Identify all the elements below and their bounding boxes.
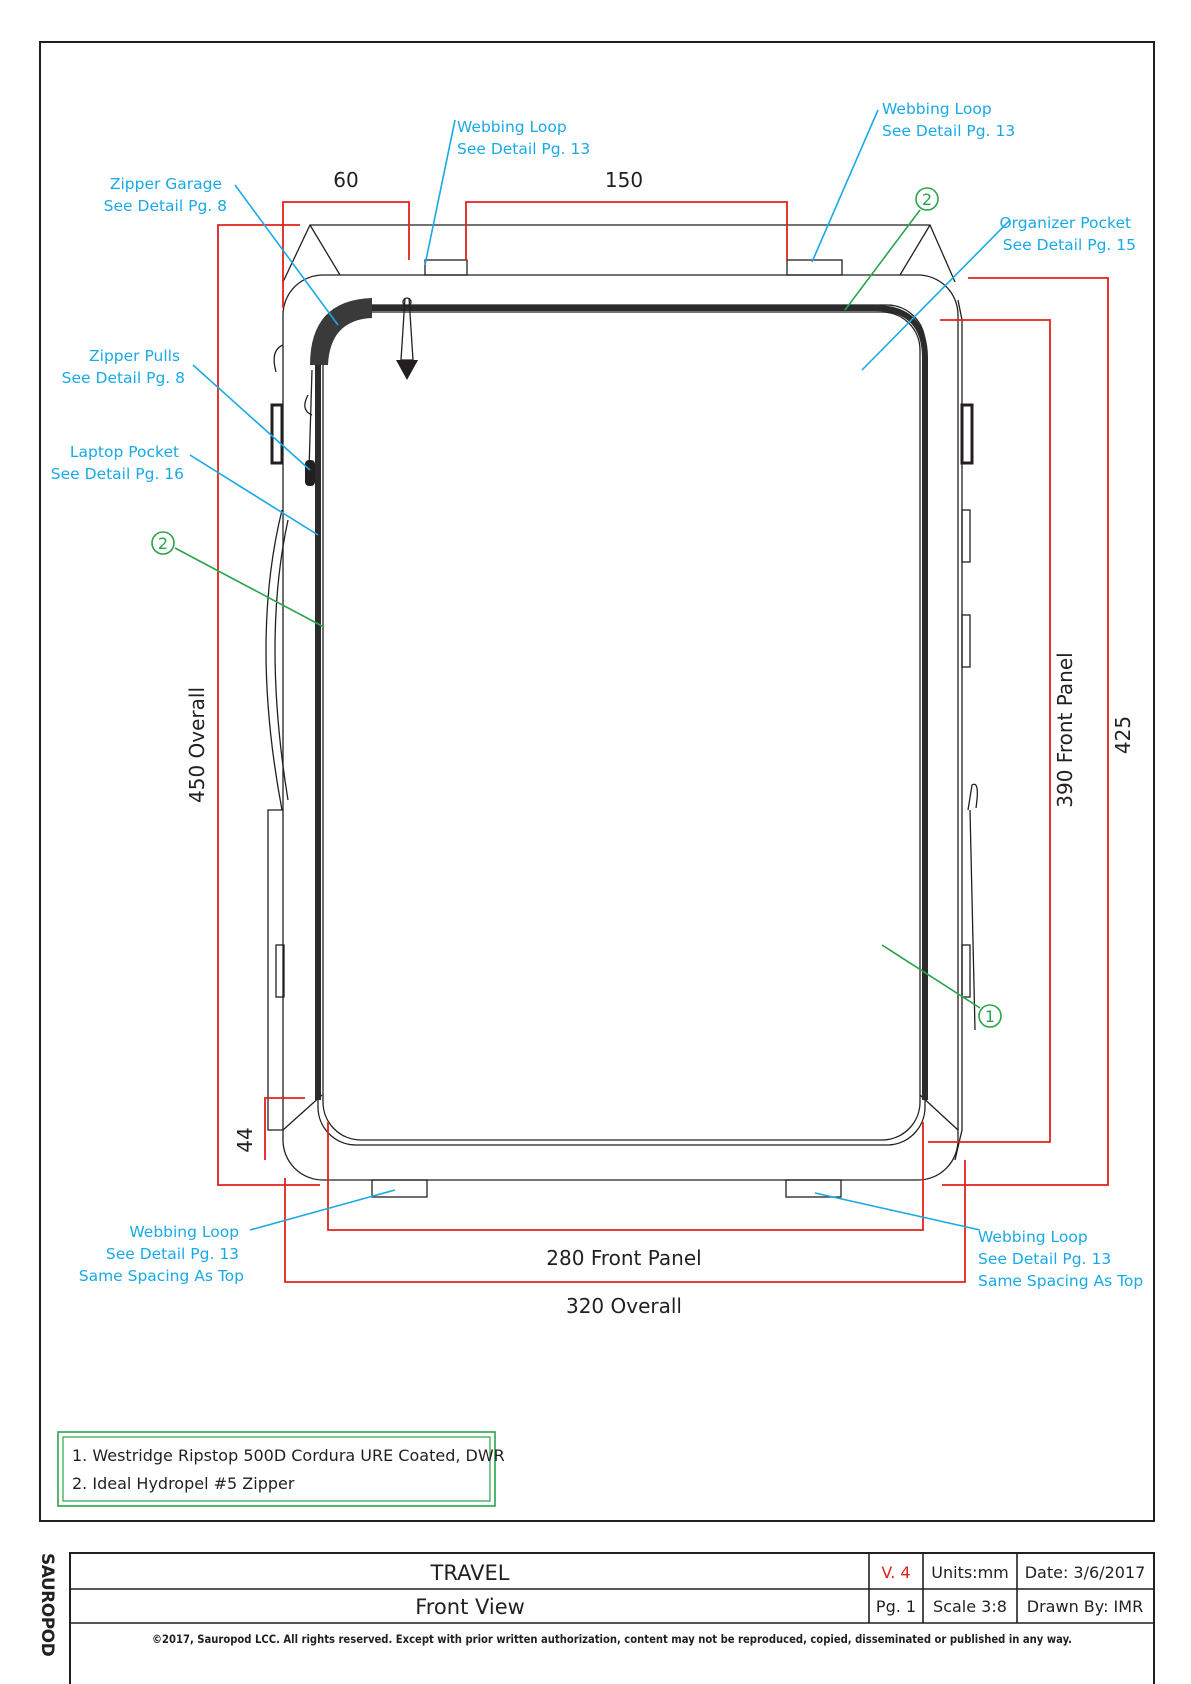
label-organizer-pocket: Organizer Pocket See Detail Pg. 15 <box>999 214 1136 254</box>
tb-project: TRAVEL <box>430 1561 510 1585</box>
material-2: 2. Ideal Hydropel #5 Zipper <box>72 1474 295 1493</box>
webbing-loop-bottom-left <box>371 1179 428 1198</box>
callout-2-left: 2 <box>151 531 175 555</box>
label-webbing-loop-bottom-right: Webbing Loop See Detail Pg. 13 Same Spac… <box>978 1228 1143 1290</box>
sauropod-logo: SAUROPOD <box>37 1553 57 1657</box>
label-webbing-loop-top-left: Webbing Loop See Detail Pg. 13 <box>457 118 590 158</box>
callout-2-top: 2 <box>915 187 939 211</box>
callout-2-left-text: 2 <box>158 534 168 553</box>
webbing-loop-top-left <box>424 259 468 276</box>
tb-date: Date: 3/6/2017 <box>1025 1563 1146 1582</box>
callout-1: 1 <box>978 1004 1002 1028</box>
webbing-loop-top-right <box>786 259 843 276</box>
dim-front-panel-width: 280 Front Panel <box>546 1246 701 1270</box>
zipper-track <box>315 305 928 1100</box>
tb-copyright: ©2017, Sauropod LCC. All rights reserved… <box>152 1632 1072 1646</box>
callout-2-top-text: 2 <box>922 190 932 209</box>
label-zipper-garage: Zipper Garage See Detail Pg. 8 <box>104 175 227 215</box>
callout-leaders <box>174 209 981 1009</box>
dim-overall-width: 320 Overall <box>566 1294 682 1318</box>
leader-lines <box>189 109 1011 1231</box>
dim-front-panel-height: 390 Front Panel <box>1053 652 1077 807</box>
tb-version: V. 4 <box>881 1563 910 1582</box>
label-laptop-pocket: Laptop Pocket See Detail Pg. 16 <box>51 443 184 483</box>
tb-drawn-by: Drawn By: IMR <box>1027 1597 1143 1616</box>
callout-1-text: 1 <box>985 1007 995 1026</box>
webbing-loop-bottom-right <box>785 1179 842 1198</box>
zipper-garage <box>310 298 372 365</box>
dim-right-height: 425 <box>1111 716 1135 754</box>
tb-page: Pg. 1 <box>876 1597 916 1616</box>
tb-units: Units:mm <box>931 1563 1008 1582</box>
tb-scale: Scale 3:8 <box>933 1597 1007 1616</box>
label-webbing-loop-bottom-left: Webbing Loop See Detail Pg. 13 Same Spac… <box>79 1223 244 1285</box>
zipper-pull-side <box>304 369 315 486</box>
dim-overall-height: 450 Overall <box>185 687 209 803</box>
label-zipper-pulls: Zipper Pulls See Detail Pg. 8 <box>62 347 185 387</box>
title-block: SAUROPOD TRAVEL V. 4 Units:mm Date: 3/6/… <box>37 1552 1155 1684</box>
dim-bottom-inset: 44 <box>233 1127 257 1152</box>
zipper-pull-top <box>396 297 418 380</box>
dimension-lines <box>217 201 1109 1283</box>
dim-top-loop-spacing: 150 <box>605 168 643 192</box>
materials-box: 1. Westridge Ripstop 500D Cordura URE Co… <box>57 1431 505 1507</box>
bag-outline <box>265 224 978 1198</box>
dim-top-left-spacing: 60 <box>333 168 358 192</box>
label-webbing-loop-top-right: Webbing Loop See Detail Pg. 13 <box>882 100 1015 140</box>
drawing-border <box>39 41 1155 1522</box>
material-1: 1. Westridge Ripstop 500D Cordura URE Co… <box>72 1446 505 1465</box>
tb-view: Front View <box>415 1595 525 1619</box>
